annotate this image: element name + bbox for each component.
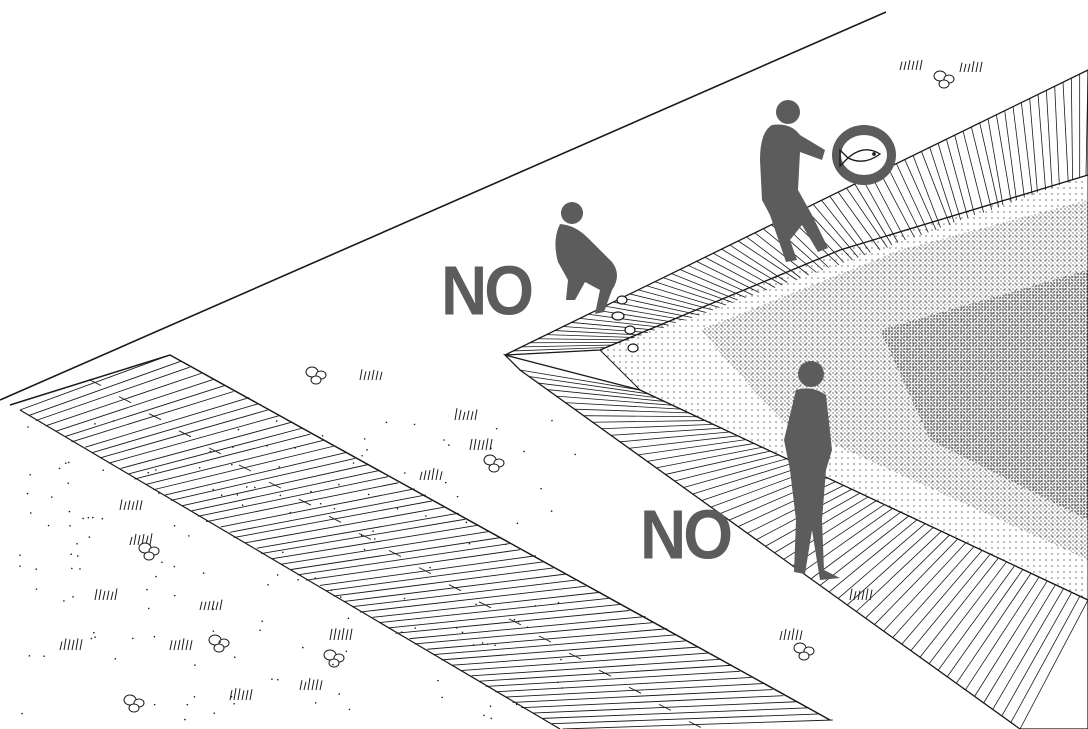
grass-tuft-icon bbox=[95, 588, 117, 600]
grass-tuft-icon bbox=[420, 468, 442, 480]
pebbles-icon bbox=[306, 367, 326, 384]
pebbles-icon bbox=[794, 643, 814, 660]
grass-tuft-icon bbox=[60, 638, 82, 650]
crouching-person bbox=[555, 202, 617, 314]
grass-tuft-icon bbox=[200, 600, 222, 610]
warning-label-no: NO bbox=[441, 256, 531, 325]
grass-tuft-icon bbox=[470, 438, 492, 450]
grass-tuft-icon bbox=[780, 628, 802, 640]
pebbles-icon bbox=[209, 635, 229, 652]
basket-icon bbox=[832, 125, 896, 185]
grass-tuft-icon bbox=[360, 369, 382, 380]
grass-tuft-icon bbox=[455, 408, 477, 420]
pebbles-icon bbox=[484, 455, 504, 472]
grass-tuft-icon bbox=[230, 688, 252, 700]
grass-tuft-icon bbox=[120, 500, 142, 510]
grass-tuft-icon bbox=[900, 60, 922, 70]
grass-tuft-icon bbox=[130, 533, 152, 545]
grass-tuft-icon bbox=[300, 678, 322, 690]
warning-label-no: NO bbox=[640, 500, 730, 569]
pebbles-icon bbox=[324, 650, 344, 667]
pebbles-icon bbox=[139, 543, 159, 560]
grass-tuft-icon bbox=[170, 638, 192, 650]
grass-tuft-icon bbox=[330, 628, 352, 640]
pebbles-icon bbox=[124, 695, 144, 712]
grass-tuft-icon bbox=[960, 61, 982, 72]
pebbles-icon bbox=[934, 71, 954, 88]
